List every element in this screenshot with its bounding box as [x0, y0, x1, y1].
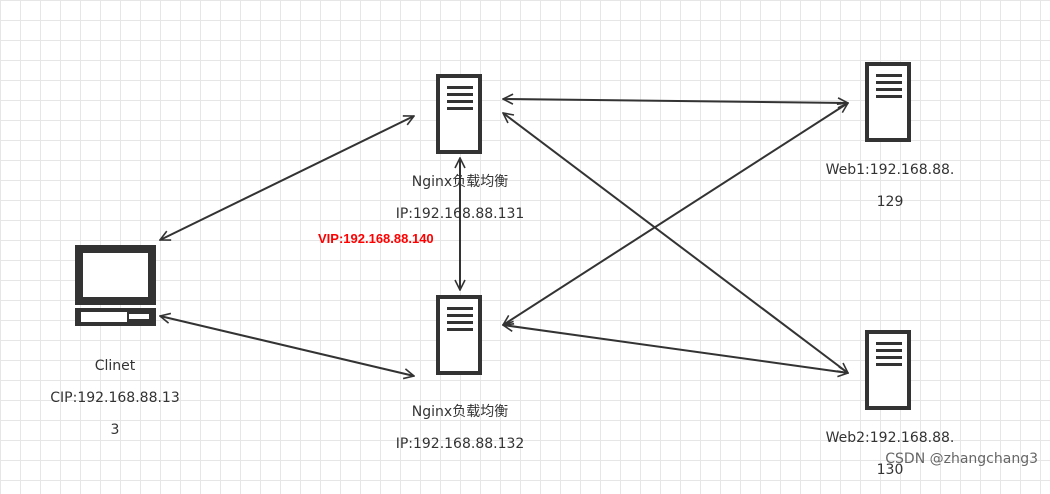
web1-line1: Web1:192.168.88. — [825, 162, 955, 178]
link-client-nginx2[interactable] — [160, 316, 414, 376]
nginx1-ip: IP:192.168.88.131 — [395, 206, 525, 222]
link-nginx2-web2[interactable] — [503, 325, 848, 373]
web2-server[interactable] — [865, 330, 911, 410]
web2-line1: Web2:192.168.88. — [825, 430, 955, 446]
web1-server[interactable] — [865, 62, 911, 142]
server-icon — [865, 330, 911, 410]
nginx2-name: Nginx负载均衡 — [411, 404, 509, 420]
link-client-nginx1[interactable] — [160, 116, 414, 240]
link-nginx1-web2[interactable] — [503, 113, 848, 373]
nginx2-ip: IP:192.168.88.132 — [395, 436, 525, 452]
nginx2-server[interactable] — [436, 295, 482, 375]
watermark: CSDN @zhangchang3 — [885, 451, 1038, 467]
client-name: Clinet — [94, 358, 136, 374]
nginx1-label: Nginx负载均衡 IP:192.168.88.131 — [380, 158, 540, 238]
client-ip-line1: CIP:192.168.88.13 — [50, 390, 180, 406]
link-nginx1-web1[interactable] — [503, 99, 848, 103]
server-icon — [865, 62, 911, 142]
web2-line2: 130 — [876, 462, 904, 478]
diagram-canvas — [75, 62, 911, 410]
web1-line2: 129 — [876, 194, 904, 210]
web1-label: Web1:192.168.88. 129 — [815, 146, 965, 226]
client-label: Clinet CIP:192.168.88.13 3 — [40, 342, 190, 454]
client-computer[interactable] — [75, 245, 156, 326]
nginx1-name: Nginx负载均衡 — [411, 174, 509, 190]
vip-label: VIP:192.168.88.140 — [318, 231, 434, 246]
web2-label: Web2:192.168.88. 130 — [815, 414, 965, 494]
computer-icon — [75, 245, 156, 326]
client-ip-line2: 3 — [110, 422, 120, 438]
nginx1-server[interactable] — [436, 74, 482, 154]
server-icon — [436, 295, 482, 375]
server-icon — [436, 74, 482, 154]
link-nginx2-web1[interactable] — [503, 103, 848, 325]
nginx2-label: Nginx负载均衡 IP:192.168.88.132 — [380, 388, 540, 468]
